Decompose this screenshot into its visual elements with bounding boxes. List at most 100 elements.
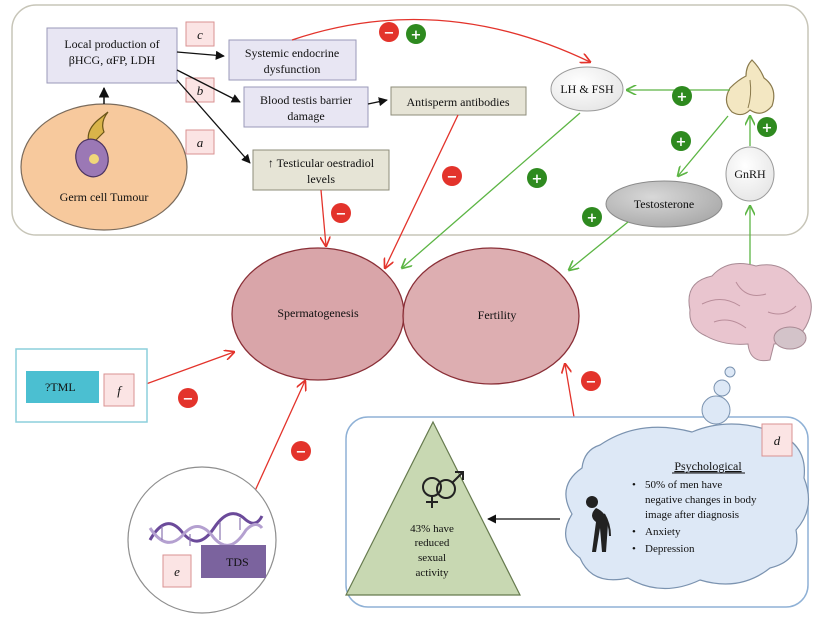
thought-bubble-medium [701, 395, 731, 425]
minus-badge-antisperm: − [442, 166, 462, 186]
bullet-dot-2: • [632, 526, 636, 538]
sad-man-icon [586, 496, 611, 552]
plus-badge-gnrh: + [757, 117, 777, 137]
arrow-oestradiol-to-spermatogenesis [321, 189, 326, 246]
svg-text:−: − [447, 170, 458, 185]
testosterone-node [605, 180, 723, 228]
svg-text:+: + [676, 135, 687, 150]
arrow-antisperm-to-spermatogenesis [385, 114, 459, 268]
arrow-production-to-oestradiol [176, 79, 251, 164]
tag-d-label: d [774, 433, 781, 448]
antisperm-box [390, 86, 527, 116]
arrow-btb-to-antisperm [367, 97, 388, 107]
lh-fsh-node [550, 66, 624, 112]
testosterone-label: Testosterone [634, 197, 694, 211]
germ-cell-tumour-label: Germ cell Tumour [60, 190, 149, 204]
minus-badge-tml: − [178, 388, 198, 408]
btb-label-1: Blood testis barrier [260, 93, 352, 107]
gnrh-node [725, 146, 775, 202]
plus-badge-lhfsh: + [527, 168, 547, 188]
tag-a-label: a [197, 135, 204, 150]
triangle-line-3: sexual [418, 552, 446, 564]
antisperm-label: Antisperm antibodies [407, 95, 510, 109]
tag-a [185, 129, 215, 155]
arrow-tml-to-spermatogenesis [145, 352, 234, 385]
gnrh-label: GnRH [734, 167, 766, 181]
svg-text:+: + [587, 211, 598, 226]
arrow-psych-to-fertility [565, 364, 575, 418]
arrow-production-to-btb [176, 69, 241, 103]
systemic-label-2: dysfunction [264, 62, 321, 76]
minus-badge-psychological: − [581, 371, 601, 391]
lh-fsh-label: LH & FSH [560, 82, 614, 96]
tds-box [201, 545, 266, 578]
bullet-2-line-1: Anxiety [645, 526, 681, 538]
top-panel-frame [11, 4, 809, 236]
svg-text:+: + [677, 90, 688, 105]
systemic-label-1: Systemic endocrine [245, 46, 339, 60]
oestradiol-box [252, 149, 390, 191]
thought-bubble-small [713, 379, 731, 397]
bullet-1-line-2: negative changes in body [645, 494, 757, 506]
plus-badge-testosterone: + [582, 207, 602, 227]
fertility-label: Fertility [478, 308, 517, 322]
local-production-box [46, 27, 178, 84]
tml-label: ?TML [45, 380, 76, 394]
bullet-1-line-3: image after diagnosis [645, 509, 739, 521]
svg-text:+: + [762, 121, 773, 136]
svg-text:−: − [296, 445, 307, 460]
svg-text:−: − [183, 392, 194, 407]
btb-label-2: damage [287, 109, 324, 123]
pituitary-icon [725, 59, 775, 116]
local-production-label-1: Local production of [64, 37, 159, 51]
triangle-line-4: activity [416, 567, 449, 579]
psychological-title: Psychological [674, 459, 742, 473]
triangle-line-2: reduced [415, 537, 450, 549]
tag-b-label: b [197, 83, 204, 98]
btb-box [243, 86, 369, 128]
arrow-pituitary-to-testosterone [678, 115, 729, 176]
svg-text:−: − [336, 207, 347, 222]
triangle-line-1: 43% have [410, 523, 454, 535]
local-production-label-2: βHCG, αFP, LDH [69, 53, 156, 67]
tml-box [26, 371, 99, 403]
minus-badge-tds: − [291, 441, 311, 461]
oestradiol-label-1: ↑ Testicular oestradiol [268, 156, 375, 170]
bullet-dot-3: • [632, 543, 636, 555]
testis-icon [75, 111, 109, 178]
svg-text:+: + [532, 172, 543, 187]
arrow-testosterone-to-fertility [569, 221, 629, 270]
tag-e [162, 554, 192, 588]
thought-bubble-tiny [724, 366, 736, 378]
minus-badge-oestradiol: − [331, 203, 351, 223]
plus-badge-systemic: + [406, 24, 426, 44]
svg-text:+: + [411, 28, 422, 43]
tds-label: TDS [226, 555, 249, 569]
svg-text:−: − [586, 375, 597, 390]
minus-badge-systemic: − [379, 22, 399, 42]
tag-c-label: c [197, 27, 203, 42]
tag-f [103, 373, 135, 407]
arrow-production-to-systemic [176, 50, 225, 60]
sexual-activity-triangle [345, 420, 521, 596]
brain-icon [688, 263, 812, 362]
arrow-systemic-to-lhfsh [291, 18, 590, 62]
tag-d [761, 423, 793, 457]
tag-c [185, 21, 215, 47]
bullet-dot-1: • [632, 479, 636, 491]
psychological-cloud [565, 423, 810, 590]
svg-text:−: − [384, 26, 395, 41]
tag-f-label: f [117, 383, 123, 398]
fertility-ellipse [402, 247, 580, 385]
tag-e-label: e [174, 564, 180, 579]
bullet-3-line-1: Depression [645, 543, 695, 555]
gender-symbols-icon [422, 471, 464, 508]
dna-helix-icon [148, 512, 264, 547]
spermatogenesis-label: Spermatogenesis [277, 306, 359, 320]
oestradiol-label-2: levels [307, 172, 335, 186]
arrow-lhfsh-to-spermatogenesis [402, 112, 581, 268]
bullet-1-line-1: 50% of men have [645, 479, 722, 491]
plus-badge-pituitary-lhfsh: + [672, 86, 692, 106]
